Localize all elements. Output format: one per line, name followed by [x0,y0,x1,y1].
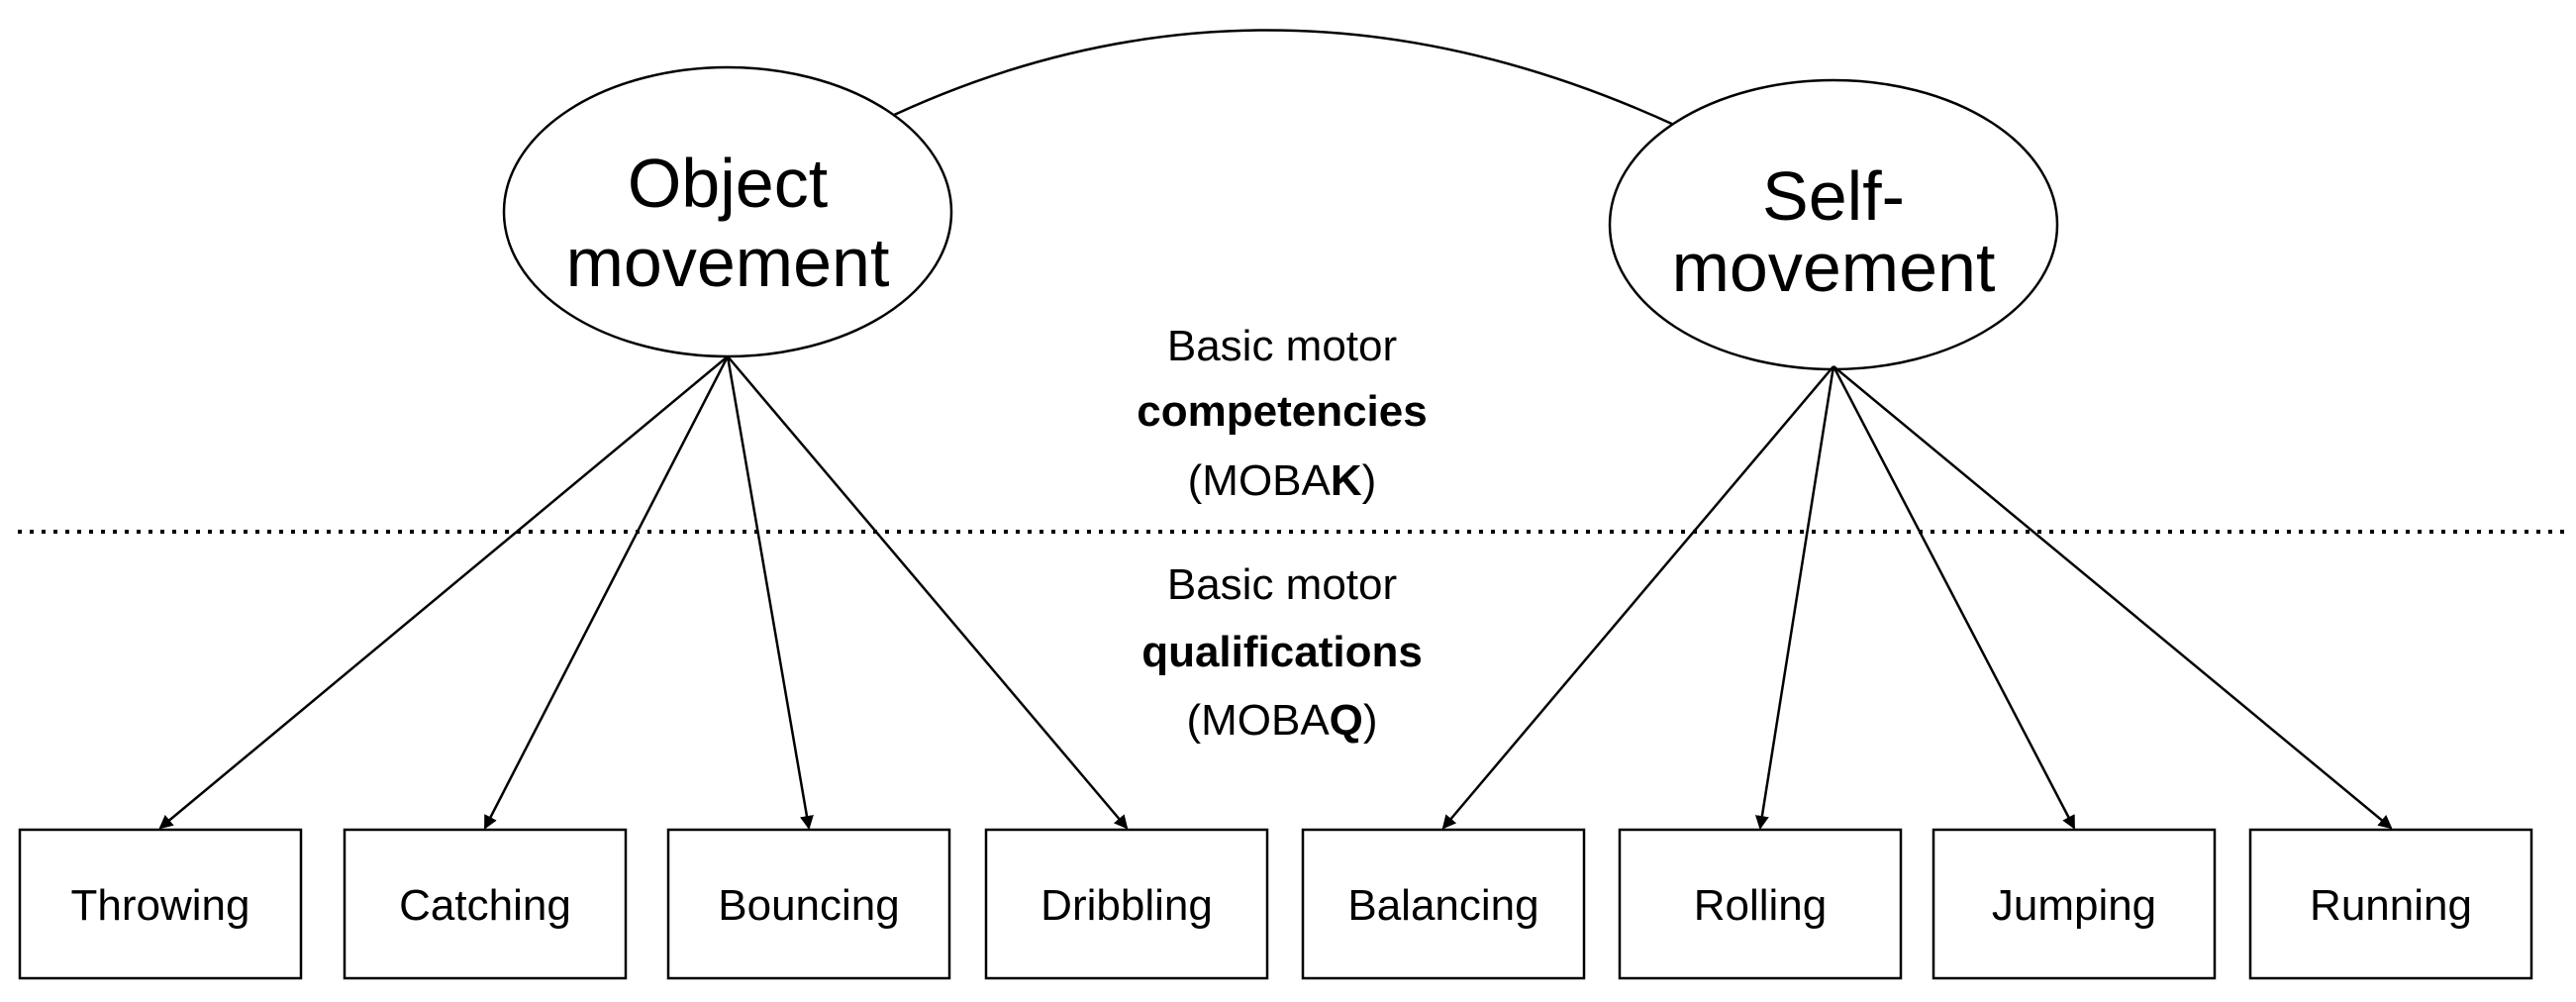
loading-arrow-running [1833,365,2393,830]
indicator-box-catching: Catching [343,828,628,980]
correlation-arrow [867,29,1693,135]
indicator-rect [1932,828,2217,980]
loading-arrow-balancing [1441,365,1834,830]
indicator-rect [343,828,628,980]
loading-arrow-catching [483,355,730,830]
indicator-rect [984,828,1269,980]
qualifications-line-3: (MOBAQ) [1186,696,1377,745]
latent-factor-object-movement: Object movement [502,65,953,358]
mobaq-suffix: ) [1363,696,1378,745]
indicator-label: Throwing [71,881,250,930]
factor-label-line-2: movement [566,224,890,301]
mobaq-prefix: (MOBA [1186,696,1330,745]
indicator-box-balancing: Balancing [1301,828,1586,980]
indicator-rect [2248,828,2533,980]
indicator-label: Jumping [1992,881,2156,930]
mobaq-bold-letter: Q [1330,696,1363,745]
factor-label-line-1: Object [628,145,828,222]
loading-arrows [158,355,2393,830]
indicator-box-bouncing: Bouncing [666,828,951,980]
indicator-box-rolling: Rolling [1618,828,1903,980]
indicator-label: Dribbling [1040,881,1213,930]
indicator-box-running: Running [2248,828,2533,980]
indicator-label: Bouncing [718,881,899,930]
loading-arrow-dribbling [727,355,1129,830]
indicator-rect [1301,828,1586,980]
factor-label-line-2: movement [1672,229,1996,306]
indicator-box-jumping: Jumping [1932,828,2217,980]
latent-factor-self-movement: Self- movement [1608,78,2059,371]
indicator-label: Balancing [1347,881,1538,930]
indicator-rect [18,828,303,980]
indicator-label: Running [2310,881,2472,930]
indicator-rect [1618,828,1903,980]
indicator-boxes: Throwing Catching Bouncing Dribbling Balanci… [18,828,2533,980]
qualifications-line-1: Basic motor [1167,560,1397,609]
mobak-prefix: (MOBA [1188,456,1332,505]
qualifications-label: Basic motor qualifications (MOBAQ) [1141,560,1423,745]
indicator-box-throwing: Throwing [18,828,303,980]
mobak-suffix: ) [1362,456,1377,505]
competencies-label: Basic motor competencies (MOBAK) [1137,322,1427,505]
competencies-line-3: (MOBAK) [1188,456,1377,505]
competencies-line-1: Basic motor [1167,322,1397,370]
indicator-rect [666,828,951,980]
loading-arrow-throwing [158,355,729,830]
factor-label-line-1: Self- [1762,157,1905,235]
loading-arrow-rolling [1754,365,1835,830]
qualifications-line-2: qualifications [1141,628,1423,676]
competencies-line-2: competencies [1137,387,1427,436]
indicator-label: Catching [399,881,571,930]
loading-arrow-bouncing [726,355,814,830]
indicator-box-dribbling: Dribbling [984,828,1269,980]
indicator-label: Rolling [1694,881,1828,930]
mobak-bold-letter: K [1331,456,1362,505]
loading-arrow-jumping [1832,365,2076,830]
